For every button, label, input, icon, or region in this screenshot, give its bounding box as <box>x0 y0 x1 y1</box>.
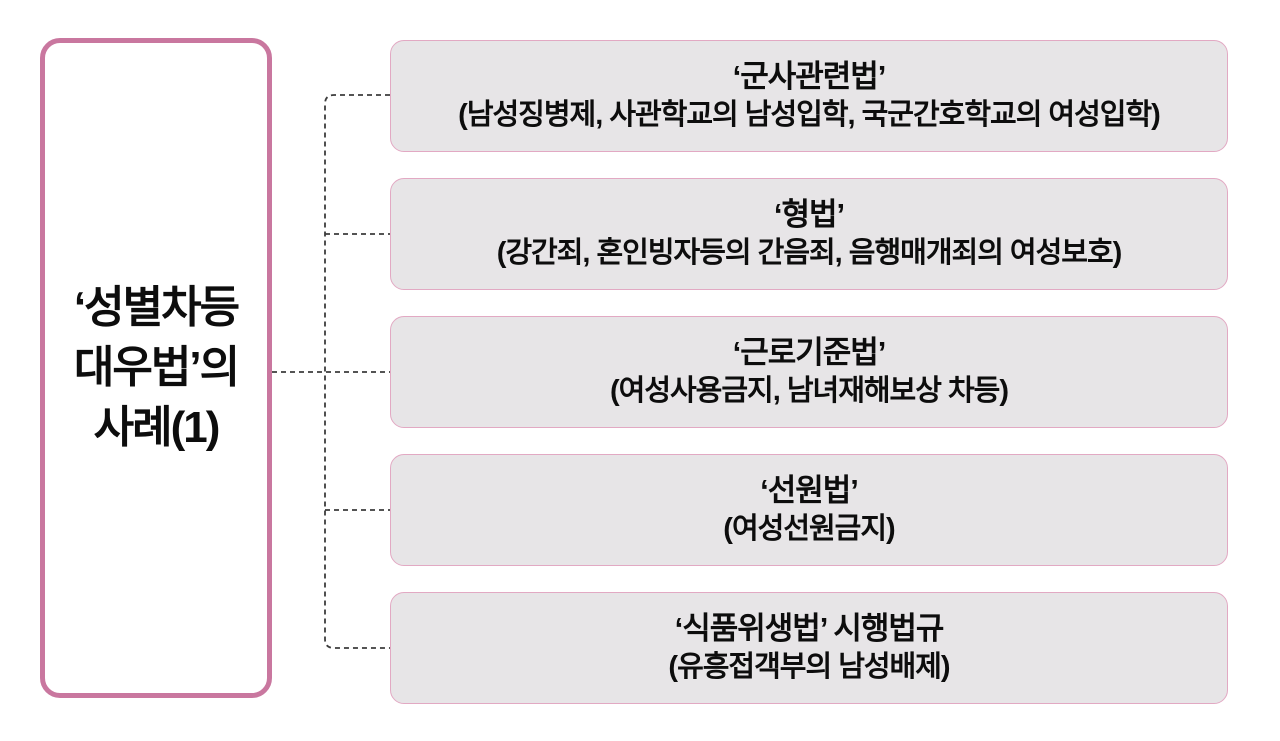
category-subtitle: (남성징병제, 사관학교의 남성입학, 국군간호학교의 여성입학) <box>458 98 1161 131</box>
title-line-3: 사례(1) <box>93 402 221 452</box>
category-subtitle: (여성사용금지, 남녀재해보상 차등) <box>609 374 1009 407</box>
category-box-labor-standards-law: ‘근로기준법’ (여성사용금지, 남녀재해보상 차등) <box>390 316 1228 428</box>
category-subtitle: (유흥접객부의 남성배제) <box>668 650 950 683</box>
category-box-seafarers-law: ‘선원법’ (여성선원금지) <box>390 454 1228 566</box>
title-line-2: 대우법’의 <box>73 343 240 393</box>
category-title: ‘선원법’ <box>760 472 859 508</box>
category-title: ‘형법’ <box>773 196 845 232</box>
title-box: ‘성별차등 대우법’의 사례(1) <box>40 38 272 698</box>
connector-trunk <box>324 94 390 649</box>
category-title: ‘군사관련법’ <box>732 58 887 94</box>
category-box-food-sanitation-law: ‘식품위생법’ 시행법규 (유흥접객부의 남성배제) <box>390 592 1228 704</box>
category-title: ‘근로기준법’ <box>732 334 887 370</box>
category-title: ‘식품위생법’ 시행법규 <box>674 610 945 646</box>
category-subtitle: (강간죄, 혼인빙자등의 간음죄, 음행매개죄의 여성보호) <box>496 236 1123 269</box>
category-subtitle: (여성선원금지) <box>723 512 895 545</box>
category-box-military-law: ‘군사관련법’ (남성징병제, 사관학교의 남성입학, 국군간호학교의 여성입학… <box>390 40 1228 152</box>
category-box-criminal-law: ‘형법’ (강간죄, 혼인빙자등의 간음죄, 음행매개죄의 여성보호) <box>390 178 1228 290</box>
title-line-1: ‘성별차등 <box>73 283 240 333</box>
